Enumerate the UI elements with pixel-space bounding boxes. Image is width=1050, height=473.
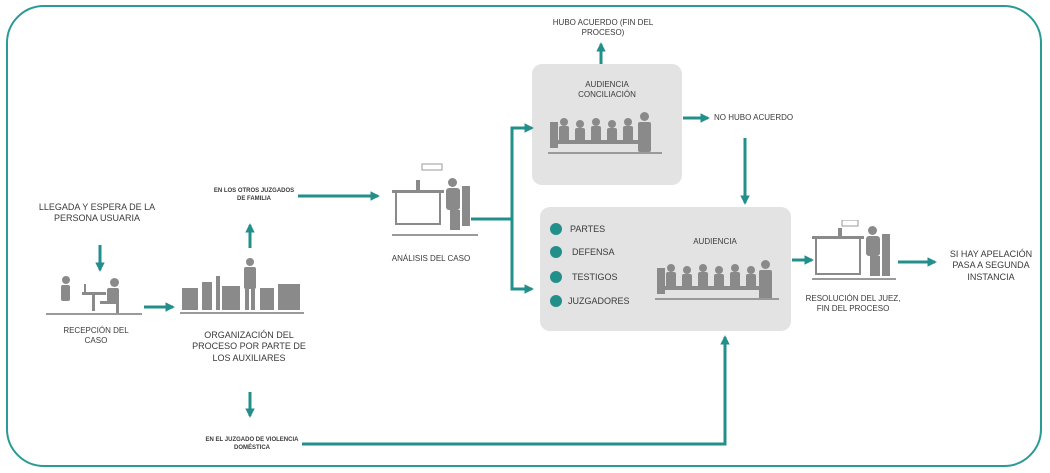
arrow-violence-to-hearing xyxy=(302,335,730,446)
reception-label: RECEPCIÓN DEL CASO xyxy=(63,326,129,345)
organization-illustration xyxy=(180,258,304,314)
participant-juzgadores: JUZGADORES xyxy=(568,296,630,306)
participant-bullet xyxy=(550,295,562,307)
hearing-title: AUDIENCIA xyxy=(693,237,737,246)
participant-bullet xyxy=(550,223,562,235)
participant-defensa: DEFENSA xyxy=(572,247,615,257)
hearing-illustration xyxy=(655,260,779,300)
arrow-to-conciliation xyxy=(471,123,534,221)
arrival-label: LLEGADA Y ESPERA DE LA PERSONA USUARIA xyxy=(38,202,156,224)
participant-partes: PARTES xyxy=(570,224,606,234)
other-courts-label: EN LOS OTROS JUZGADOS DE FAMILIA xyxy=(213,188,295,202)
participant-bullet xyxy=(550,271,562,283)
analysis-illustration xyxy=(392,163,478,236)
diagram-frame xyxy=(6,5,1042,467)
participant-testigos: TESTIGOS xyxy=(572,272,618,282)
agreement-label: HUBO ACUERDO (FIN DEL PROCESO) xyxy=(552,18,654,37)
reception-illustration xyxy=(46,276,142,315)
domestic-violence-court-label: EN EL JUZGADO DE VIOLENCIA DOMÉSTICA xyxy=(205,437,299,451)
arrow-to-hearing xyxy=(510,219,534,294)
resolution-label: RESOLUCIÓN DEL JUEZ, FIN DEL PROCESO xyxy=(805,294,901,313)
organization-label: ORGANIZACIÓN DEL PROCESO POR PARTE DE LO… xyxy=(192,330,306,363)
participant-bullet xyxy=(550,246,562,258)
resolution-illustration xyxy=(812,220,896,280)
analysis-label: ANÁLISIS DEL CASO xyxy=(391,254,471,263)
appeal-label: SI HAY APELACIÓN PASA A SEGUNDA INSTANCI… xyxy=(949,249,1033,282)
conciliation-title: AUDIENCIA CONCILIACIÓN xyxy=(578,80,636,99)
no-agreement-label: NO HUBO ACUERDO xyxy=(714,113,794,122)
conciliation-illustration xyxy=(548,112,662,154)
